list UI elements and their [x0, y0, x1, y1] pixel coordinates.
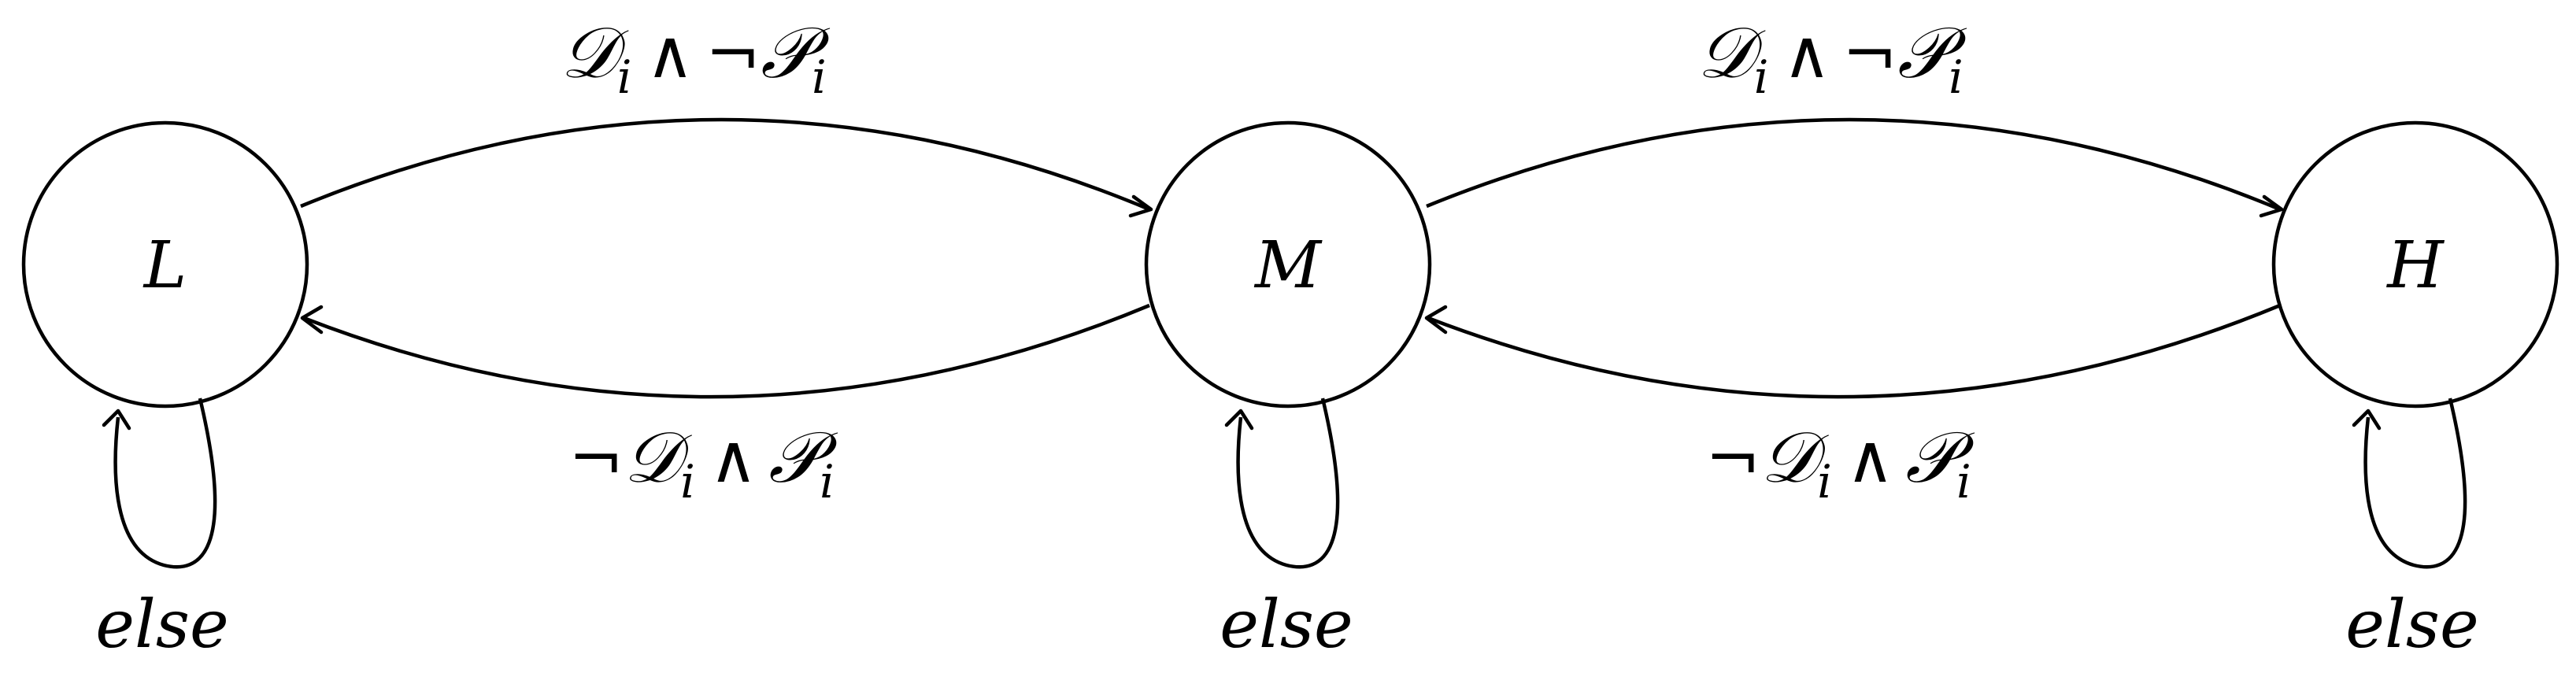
- edge-L-to-M-label-not: ¬: [705, 16, 761, 93]
- edge-M-to-H: [1426, 117, 2281, 212]
- edge-M-to-H-label-p-index: i: [1949, 50, 1963, 104]
- edge-M-to-H-arrowhead: [2259, 194, 2284, 218]
- edge-M-to-H-label: 𝒟i∧¬𝒫i: [1697, 12, 1967, 104]
- state-L-circle: [21, 120, 309, 409]
- edge-M-to-L-label: ¬𝒟i∧𝒫i: [568, 416, 838, 508]
- self-loop-L-arrowhead: [102, 409, 131, 431]
- edge-H-to-M-label: ¬𝒟i∧𝒫i: [1705, 416, 1975, 508]
- state-L-label: L: [142, 228, 187, 303]
- edge-H-to-M-label-d-index: i: [1817, 455, 1832, 508]
- self-loop-H: [2363, 398, 2467, 569]
- edge-L-to-M-label: 𝒟i∧¬𝒫i: [561, 12, 830, 104]
- edge-M-to-H-label-and: ∧: [1782, 16, 1830, 93]
- self-loop-L-label: else: [95, 586, 228, 663]
- edge-M-to-L: [303, 303, 1150, 399]
- edge-L-to-M-arrowhead: [1128, 194, 1153, 218]
- edge-M-to-H-label-d-index: i: [1754, 50, 1769, 104]
- edge-M-to-L-label-not: ¬: [568, 420, 624, 497]
- edge-M-to-L-arrowhead: [300, 305, 324, 335]
- edge-L-to-M-label-and: ∧: [646, 16, 694, 93]
- self-loop-H-label: else: [2345, 586, 2478, 663]
- self-loop-M-arrowhead: [1224, 409, 1254, 431]
- edge-L-to-M: [300, 117, 1150, 212]
- edge-H-to-M-label-and: ∧: [1846, 420, 1894, 497]
- self-loop-H-arrowhead: [2352, 409, 2382, 431]
- self-loop-M: [1236, 398, 1340, 569]
- edge-L-to-M-label-p-index: i: [812, 50, 827, 104]
- self-loop-M-label: else: [1220, 586, 1353, 663]
- state-H-label: H: [2385, 228, 2445, 303]
- edge-L-to-M-label-d-index: i: [617, 50, 632, 104]
- edge-H-to-M: [1427, 303, 2281, 399]
- state-H-circle: [2271, 120, 2559, 409]
- self-loop-L: [113, 398, 217, 569]
- edge-M-to-L-label-p-index: i: [820, 455, 835, 508]
- edge-M-to-L-label-d-index: i: [680, 455, 695, 508]
- edge-H-to-M-label-not: ¬: [1705, 420, 1760, 497]
- edge-M-to-L-label-and: ∧: [709, 420, 757, 497]
- edge-M-to-H-label-not: ¬: [1842, 16, 1897, 93]
- edge-H-to-M-label-p-index: i: [1956, 455, 1971, 508]
- edge-H-to-M-arrowhead: [1424, 305, 1448, 335]
- state-M-circle: [1144, 120, 1432, 409]
- state-M-label: M: [1253, 228, 1323, 303]
